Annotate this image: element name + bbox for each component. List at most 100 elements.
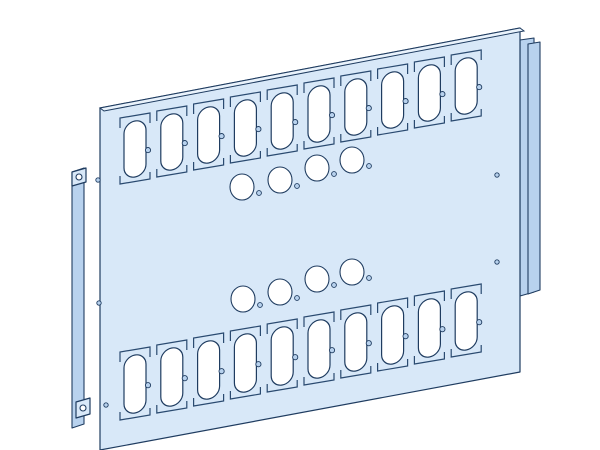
bottom-slot-3 bbox=[193, 332, 225, 407]
bottom-slot-hole bbox=[381, 305, 405, 365]
lower-round-hole-circle bbox=[304, 265, 330, 293]
left-tab-top bbox=[71, 167, 87, 187]
top-slot-hole bbox=[381, 71, 405, 129]
edge-screw-hole-1 bbox=[95, 177, 101, 183]
top-slot-screw bbox=[181, 140, 188, 147]
bottom-slot-frame bbox=[450, 283, 482, 358]
upper-round-hole-screw bbox=[331, 171, 337, 177]
top-slot-screw bbox=[144, 147, 152, 154]
upper-round-hole-1 bbox=[229, 173, 262, 201]
plate-top-edge bbox=[98, 27, 526, 112]
bottom-slot-screw bbox=[402, 333, 409, 340]
lower-round-hole-circle bbox=[339, 258, 365, 286]
top-slot-frame bbox=[413, 56, 445, 129]
top-slot-5 bbox=[266, 84, 299, 157]
top-slot-row bbox=[119, 49, 483, 185]
bottom-slot-screw bbox=[365, 340, 372, 347]
bottom-slot-hole bbox=[123, 354, 147, 414]
bottom-slot-frame bbox=[229, 325, 261, 400]
bottom-slot-10 bbox=[450, 283, 483, 358]
top-slot-7 bbox=[340, 70, 372, 143]
top-slot-screw bbox=[328, 112, 336, 119]
top-slot-8 bbox=[377, 63, 409, 136]
edge-screw-hole-4 bbox=[494, 259, 500, 265]
bottom-slot-4 bbox=[229, 325, 262, 400]
top-slot-9 bbox=[413, 56, 446, 129]
top-slot-screw bbox=[439, 91, 446, 98]
lower-round-hole-screw bbox=[366, 275, 372, 281]
bottom-slot-frame bbox=[156, 339, 188, 414]
top-slot-hole bbox=[417, 64, 441, 122]
top-slot-frame bbox=[229, 91, 261, 164]
top-slot-frame bbox=[119, 112, 151, 185]
bottom-slot-hole bbox=[233, 333, 257, 393]
upper-round-hole-circle bbox=[229, 173, 255, 201]
top-slot-frame bbox=[156, 105, 188, 178]
bottom-slot-5 bbox=[266, 318, 299, 393]
bottom-slot-8 bbox=[377, 297, 409, 372]
bottom-slot-6 bbox=[303, 311, 336, 386]
bottom-slot-hole bbox=[307, 319, 331, 379]
top-slot-3 bbox=[193, 98, 225, 171]
left-flange bbox=[71, 167, 85, 429]
left-tab-bottom bbox=[75, 397, 91, 419]
lower-round-hole-screw bbox=[257, 302, 263, 308]
bottom-slot-frame bbox=[193, 332, 225, 407]
upper-round-hole-2 bbox=[267, 166, 300, 194]
upper-round-hole-3 bbox=[304, 154, 337, 182]
top-slot-screw bbox=[476, 84, 483, 91]
bottom-slot-screw bbox=[181, 375, 188, 382]
bottom-slot-hole bbox=[270, 326, 294, 386]
top-slot-hole bbox=[344, 78, 368, 136]
top-slot-hole bbox=[270, 92, 294, 150]
top-slot-hole bbox=[233, 99, 257, 157]
edge-screw-hole-3 bbox=[96, 300, 102, 306]
upper-round-hole-circle bbox=[304, 154, 330, 182]
top-slot-screw bbox=[292, 119, 299, 126]
top-slot-frame bbox=[266, 84, 298, 157]
bottom-slot-hole bbox=[344, 312, 368, 372]
bottom-slot-2 bbox=[156, 339, 188, 414]
top-slot-frame bbox=[340, 70, 372, 143]
bottom-slot-screw bbox=[476, 319, 483, 326]
lower-round-hole-circle bbox=[267, 278, 293, 306]
top-slot-frame bbox=[377, 63, 409, 136]
bottom-slot-screw bbox=[144, 382, 152, 389]
edge-screw-hole-2 bbox=[494, 172, 500, 178]
top-slot-1 bbox=[119, 112, 152, 185]
upper-round-hole-circle bbox=[339, 146, 365, 174]
round-hole-groups bbox=[229, 146, 372, 313]
edge-screw-hole-5 bbox=[103, 402, 109, 408]
top-slot-screw bbox=[255, 126, 262, 133]
bottom-slot-frame bbox=[266, 318, 298, 393]
bottom-slot-7 bbox=[340, 304, 372, 379]
bottom-slot-screw bbox=[439, 326, 446, 333]
lower-round-hole-screw bbox=[294, 295, 300, 301]
top-slot-hole bbox=[123, 120, 147, 178]
top-slot-hole bbox=[197, 106, 221, 164]
right-flange-edge bbox=[527, 41, 541, 295]
bottom-slot-frame bbox=[119, 346, 151, 421]
lower-round-hole-2 bbox=[267, 278, 300, 306]
bottom-slot-frame bbox=[413, 290, 445, 365]
top-slot-hole bbox=[454, 57, 478, 115]
top-slot-frame bbox=[193, 98, 225, 171]
top-slot-screw bbox=[402, 98, 409, 105]
bottom-slot-screw bbox=[255, 361, 262, 368]
top-slot-6 bbox=[303, 77, 336, 150]
bottom-slot-frame bbox=[340, 304, 372, 379]
lower-round-hole-screw bbox=[331, 282, 337, 288]
bottom-slot-frame bbox=[377, 297, 409, 372]
bottom-slot-frame bbox=[303, 311, 335, 386]
lower-round-hole-circle bbox=[230, 285, 256, 313]
lower-round-hole-4 bbox=[339, 258, 372, 286]
top-slot-4 bbox=[229, 91, 262, 164]
bottom-slot-hole bbox=[160, 347, 184, 407]
bottom-slot-screw bbox=[218, 368, 225, 375]
edge-screw-holes bbox=[95, 172, 500, 408]
top-slot-10 bbox=[450, 49, 483, 122]
top-slot-screw bbox=[365, 105, 372, 112]
upper-round-hole-screw bbox=[256, 190, 262, 196]
